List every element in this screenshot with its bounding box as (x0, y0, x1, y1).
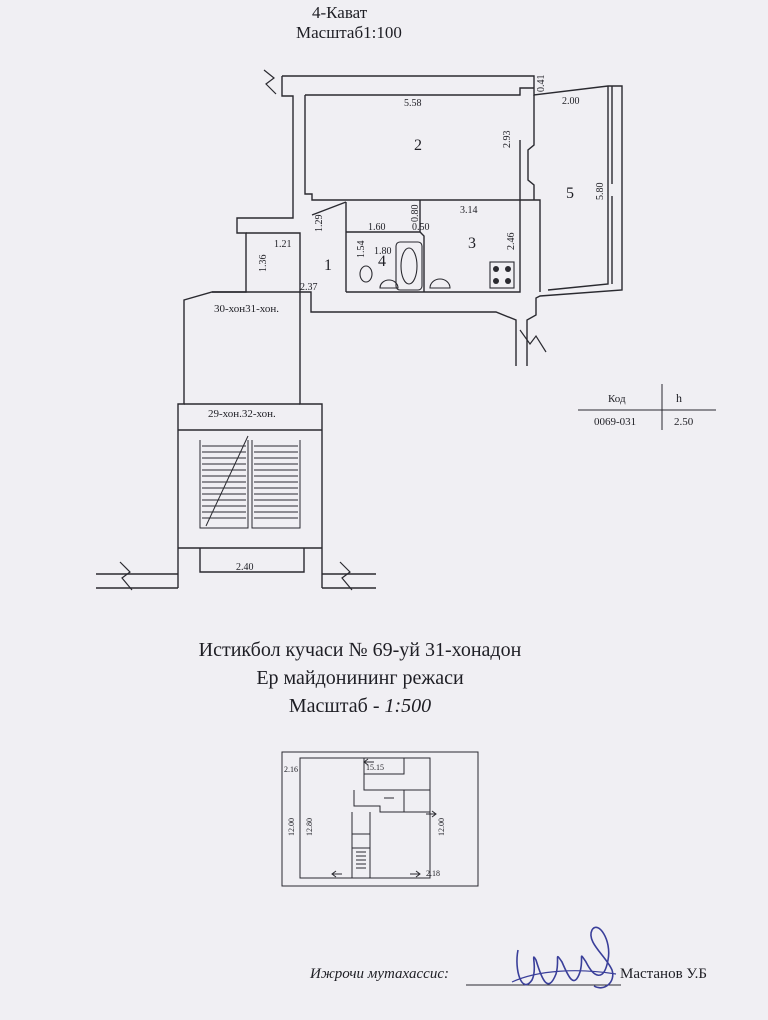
floor-label: 4-Кават (312, 3, 368, 22)
fixtures (359, 241, 515, 291)
toilet (359, 265, 373, 283)
dim-5-80: 5.80 (595, 183, 606, 201)
info-table-lines (578, 384, 716, 430)
dim-1-36: 1.36 (258, 255, 269, 273)
site-plan-scale-value: 1:500 (384, 695, 432, 717)
room-5-number: 5 (566, 185, 574, 202)
dim-2-40: 2.40 (236, 562, 254, 573)
floor-plan-walls (96, 75, 623, 589)
info-table-h-value: 2.50 (674, 416, 694, 428)
landing-label-lower: 29-хон.32-хон. (208, 408, 276, 420)
site-dim-12-80: 12.80 (305, 818, 314, 836)
dim-2-46: 2.46 (506, 233, 517, 251)
handwritten-signature (511, 926, 617, 989)
landing-label-upper: 30-хон31-хон. (214, 303, 279, 315)
bathtub-basin (400, 247, 418, 285)
info-table-header-h: h (676, 391, 682, 405)
site-dim-2-16: 2.16 (284, 765, 298, 774)
room-2-number: 2 (414, 137, 422, 154)
site-plan-scale: Масштаб - 1:500 (288, 695, 432, 717)
scale-label: Масштаб1:100 (296, 23, 402, 42)
staircase (199, 435, 301, 529)
dim-1-21: 1.21 (274, 239, 292, 250)
dim-1-29: 1.29 (314, 215, 325, 233)
dim-0-50: 0.50 (412, 222, 430, 233)
dim-2-93: 2.93 (502, 131, 513, 149)
info-table-header-code: Код (608, 393, 626, 405)
break-lines (119, 69, 547, 591)
dim-2-37: 2.37 (300, 282, 318, 293)
floor-plan: 2 5 3 4 1 5.58 2.93 2.00 5.80 0.41 3.14 … (96, 69, 716, 591)
site-dim-12-00-right: 12.00 (437, 818, 446, 836)
site-plan: 2.16 15.15 12.00 12.80 12.00 2.18 (281, 751, 479, 887)
signature-line (466, 984, 621, 986)
room-1-number: 1 (324, 257, 332, 274)
bathtub (395, 241, 423, 291)
dim-1-54: 1.54 (356, 241, 367, 259)
dim-0-80: 0.80 (410, 205, 421, 223)
site-plan-outline (281, 751, 479, 887)
stove-burners (493, 266, 511, 284)
site-dim-12-00-left: 12.00 (287, 818, 296, 836)
dim-1-60: 1.60 (368, 222, 386, 233)
site-dim-15-15: 15.15 (366, 763, 384, 772)
executor-name: Мастанов У.Б (620, 966, 707, 982)
kitchen-sink (429, 278, 451, 289)
site-plan-title: Истикбол кучаси № 69-уй 31-хонадон (198, 639, 522, 661)
room-4-number: 4 (378, 253, 386, 270)
dim-5-58: 5.58 (404, 98, 422, 109)
stove (489, 261, 515, 289)
info-table-code-value: 0069-031 (594, 416, 636, 428)
executor-label: Ижрочи мутахассис: (310, 966, 449, 982)
dim-1-80: 1.80 (374, 246, 392, 257)
site-dim-2-18: 2.18 (426, 869, 440, 878)
site-plan-subtitle: Ер майдонининг режаси (256, 667, 464, 689)
dim-2-00: 2.00 (562, 96, 580, 107)
room-3-number: 3 (468, 235, 476, 252)
dim-3-14: 3.14 (460, 205, 478, 216)
dim-0-41: 0.41 (536, 75, 547, 93)
sink (379, 279, 399, 289)
